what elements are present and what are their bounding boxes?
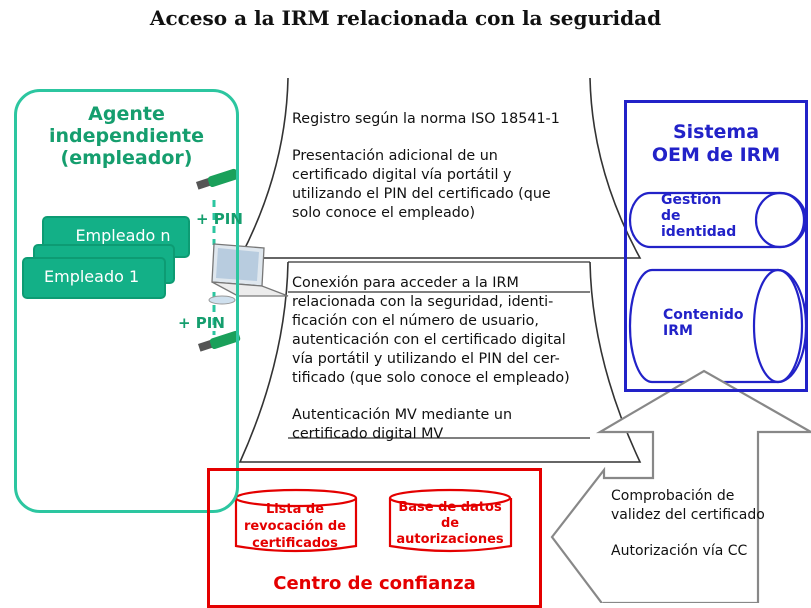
text-line: Registro según la norma ISO 18541-1 xyxy=(292,111,560,127)
text-line: vía portátil y utilizando el PIN del cer… xyxy=(292,351,560,367)
identity-management-label: Gestión de identidad xyxy=(661,192,736,240)
authorization-db-label: Base de datos de autorizaciones xyxy=(387,500,513,548)
text-line: autenticación con el certificado digital xyxy=(292,332,566,348)
identity-cylinder xyxy=(628,191,808,249)
label-line: de xyxy=(661,208,681,224)
mv-authentication-text: Autenticación MV mediante un certificado… xyxy=(292,406,512,444)
label-line: revocación de xyxy=(243,519,347,534)
label-line: IRM xyxy=(663,323,693,339)
text-line: Presentación adicional de un xyxy=(292,148,498,164)
label-line: Lista de xyxy=(265,502,325,517)
text-line: solo conoce el empleado) xyxy=(292,205,476,221)
pin-label-bottom: + PIN xyxy=(178,314,225,332)
agent-title-line: Agente xyxy=(88,103,165,125)
label-line: certificados xyxy=(252,536,338,551)
text-line: tificado (que solo conoce el empleado) xyxy=(292,370,570,386)
label-line: Gestión xyxy=(661,192,722,208)
irm-content-label: Contenido IRM xyxy=(663,307,743,339)
authorization-cc-text: Autorización vía CC xyxy=(611,542,747,561)
usb-key-icon xyxy=(198,330,241,352)
agent-box xyxy=(14,89,239,513)
text-line: certificado digital MV xyxy=(292,426,444,442)
text-line: Comprobación de xyxy=(611,488,735,504)
label-line: identidad xyxy=(661,224,737,240)
agent-title: Agente independiente (empleador) xyxy=(14,103,239,169)
text-line: Autenticación MV mediante un xyxy=(292,407,513,423)
authorization-cylinder xyxy=(388,488,513,553)
connection-text: Conexión para acceder a la IRM relaciona… xyxy=(292,274,570,388)
text-line: Conexión para acceder a la IRM xyxy=(292,275,519,291)
oem-system-box xyxy=(624,100,808,392)
center-bottom-bracket xyxy=(238,261,642,463)
oem-title-line: Sistema xyxy=(672,121,760,143)
revocation-list-label: Lista de revocación de certificados xyxy=(232,501,358,552)
authorization-arrow xyxy=(550,369,811,603)
label-line: de xyxy=(440,516,460,531)
content-cylinder xyxy=(628,268,808,384)
employee-1-card: Empleado 1 xyxy=(22,257,166,299)
usb-key-icon xyxy=(196,168,239,190)
agent-title-line: independiente xyxy=(48,125,205,147)
text-line: utilizando el PIN del certificado (que xyxy=(292,186,551,202)
text-line: Autorización vía CC xyxy=(611,543,748,559)
text-line: certificado digital vía portátil y xyxy=(292,167,512,183)
oem-title-line: OEM de IRM xyxy=(651,144,781,166)
page-title: Acceso a la IRM relacionada con la segur… xyxy=(149,6,662,30)
text-line: ficación con el número de usuario, xyxy=(292,313,539,329)
trust-center-title: Centro de confianza xyxy=(273,573,476,594)
pin-label-top: + PIN xyxy=(196,210,243,228)
label-line: Base de datos xyxy=(398,500,502,515)
label-line: autorizaciones xyxy=(396,532,504,547)
oem-title: Sistema OEM de IRM xyxy=(624,121,808,167)
text-line: validez del certificado xyxy=(611,507,765,523)
label-line: Contenido xyxy=(663,307,744,323)
registration-text: Registro según la norma ISO 18541-1 xyxy=(292,110,560,129)
certificate-presentation-text: Presentación adicional de un certificado… xyxy=(292,147,551,223)
text-line: relacionada con la seguridad, identi- xyxy=(292,294,554,310)
center-top-bracket xyxy=(238,77,642,259)
validity-check-text: Comprobación de validez del certificado xyxy=(611,487,765,525)
agent-title-line: (empleador) xyxy=(60,147,193,169)
